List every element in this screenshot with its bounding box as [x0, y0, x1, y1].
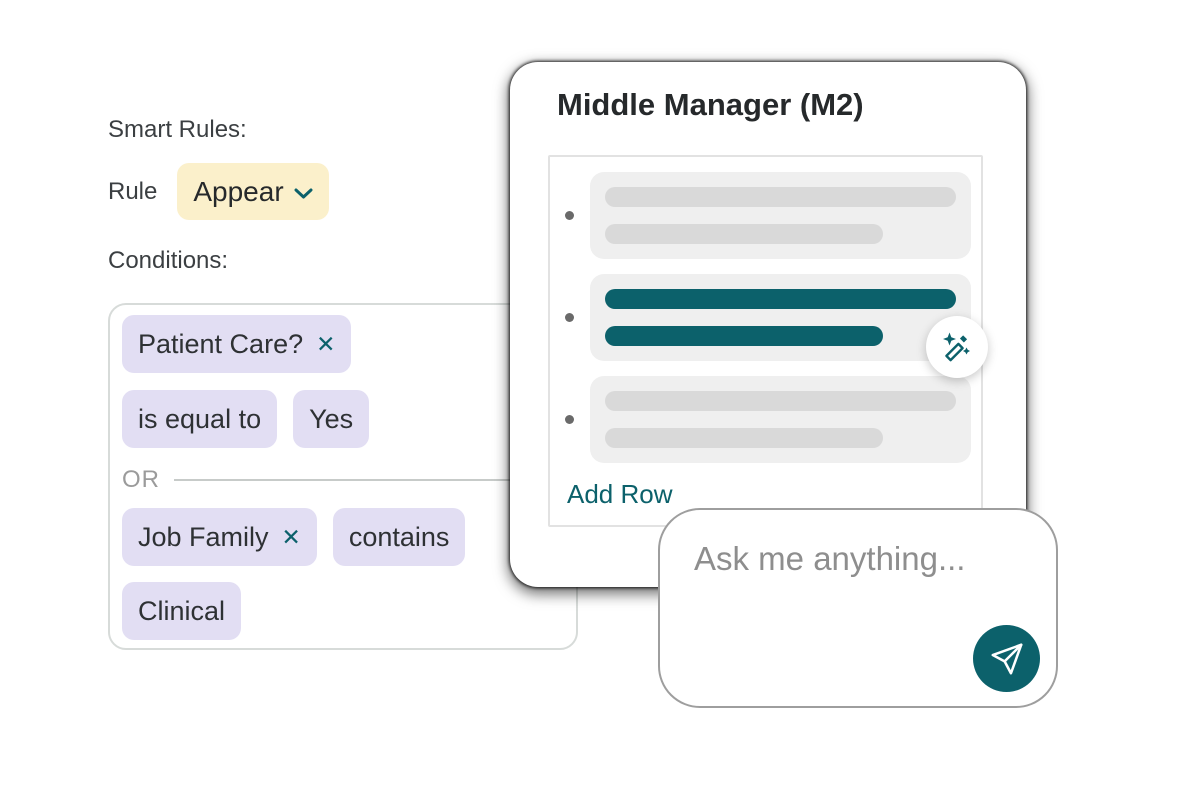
skeleton-bar: [605, 428, 883, 448]
condition-operator-label: is equal to: [138, 403, 262, 434]
send-icon: [990, 642, 1023, 675]
skeleton-block: [590, 274, 971, 361]
remove-icon[interactable]: ✕: [316, 330, 336, 357]
skeleton-row-highlighted: [565, 274, 971, 361]
add-row-button[interactable]: Add Row: [567, 479, 673, 509]
skeleton-bar: [605, 187, 956, 207]
list-bullet-icon: [565, 313, 574, 322]
list-bullet-icon: [565, 415, 574, 424]
skeleton-bar: [605, 391, 956, 411]
condition-value-chip[interactable]: Clinical: [122, 582, 242, 640]
magic-wand-icon: [943, 332, 970, 362]
conditions-heading: Conditions:: [108, 247, 229, 274]
condition-2-value-row: Clinical: [122, 582, 564, 640]
condition-1-operator-row: is equal to Yes: [122, 390, 564, 448]
join-operator-label: OR: [122, 466, 160, 493]
remove-icon[interactable]: ✕: [281, 523, 301, 550]
condition-1-field-row: Patient Care? ✕: [122, 315, 564, 373]
rule-row: Rule Appear: [108, 163, 329, 220]
condition-value-label: Yes: [309, 403, 354, 434]
condition-field-label: Patient Care?: [138, 328, 304, 359]
rows-panel: Add Row: [548, 155, 983, 527]
card-title: Middle Manager (M2): [557, 87, 864, 122]
condition-field-label: Job Family: [138, 521, 269, 552]
divider-line: [174, 479, 564, 481]
magic-wand-button[interactable]: [926, 316, 988, 378]
condition-field-chip[interactable]: Job Family ✕: [122, 508, 317, 566]
list-bullet-icon: [565, 211, 574, 220]
skeleton-row: [565, 172, 971, 259]
rule-label: Rule: [108, 177, 158, 205]
condition-value-label: Clinical: [138, 595, 226, 626]
condition-operator-chip[interactable]: contains: [332, 508, 466, 566]
conditions-group: Patient Care? ✕ is equal to Yes OR Job F…: [108, 303, 578, 650]
condition-operator-label: contains: [348, 521, 450, 552]
skeleton-row: [565, 376, 971, 463]
competency-card: Middle Manager (M2): [510, 62, 1026, 587]
join-operator-row: OR: [122, 466, 564, 494]
smart-rules-heading: Smart Rules:: [108, 116, 247, 143]
chevron-down-icon: [294, 188, 313, 198]
skeleton-bar: [605, 326, 883, 346]
rule-select[interactable]: Appear: [177, 163, 329, 220]
rule-select-value: Appear: [193, 175, 284, 207]
condition-operator-chip[interactable]: is equal to: [122, 390, 278, 448]
condition-value-chip[interactable]: Yes: [293, 390, 370, 448]
ask-input-placeholder: Ask me anything...: [694, 540, 966, 577]
skeleton-bar: [605, 289, 956, 309]
skeleton-bar: [605, 224, 883, 244]
send-button[interactable]: [973, 625, 1040, 692]
condition-2-field-row: Job Family ✕ contains: [122, 508, 564, 566]
condition-field-chip[interactable]: Patient Care? ✕: [122, 315, 352, 373]
skeleton-block: [590, 172, 971, 259]
ask-input[interactable]: Ask me anything...: [658, 508, 1058, 708]
skeleton-block: [590, 376, 971, 463]
